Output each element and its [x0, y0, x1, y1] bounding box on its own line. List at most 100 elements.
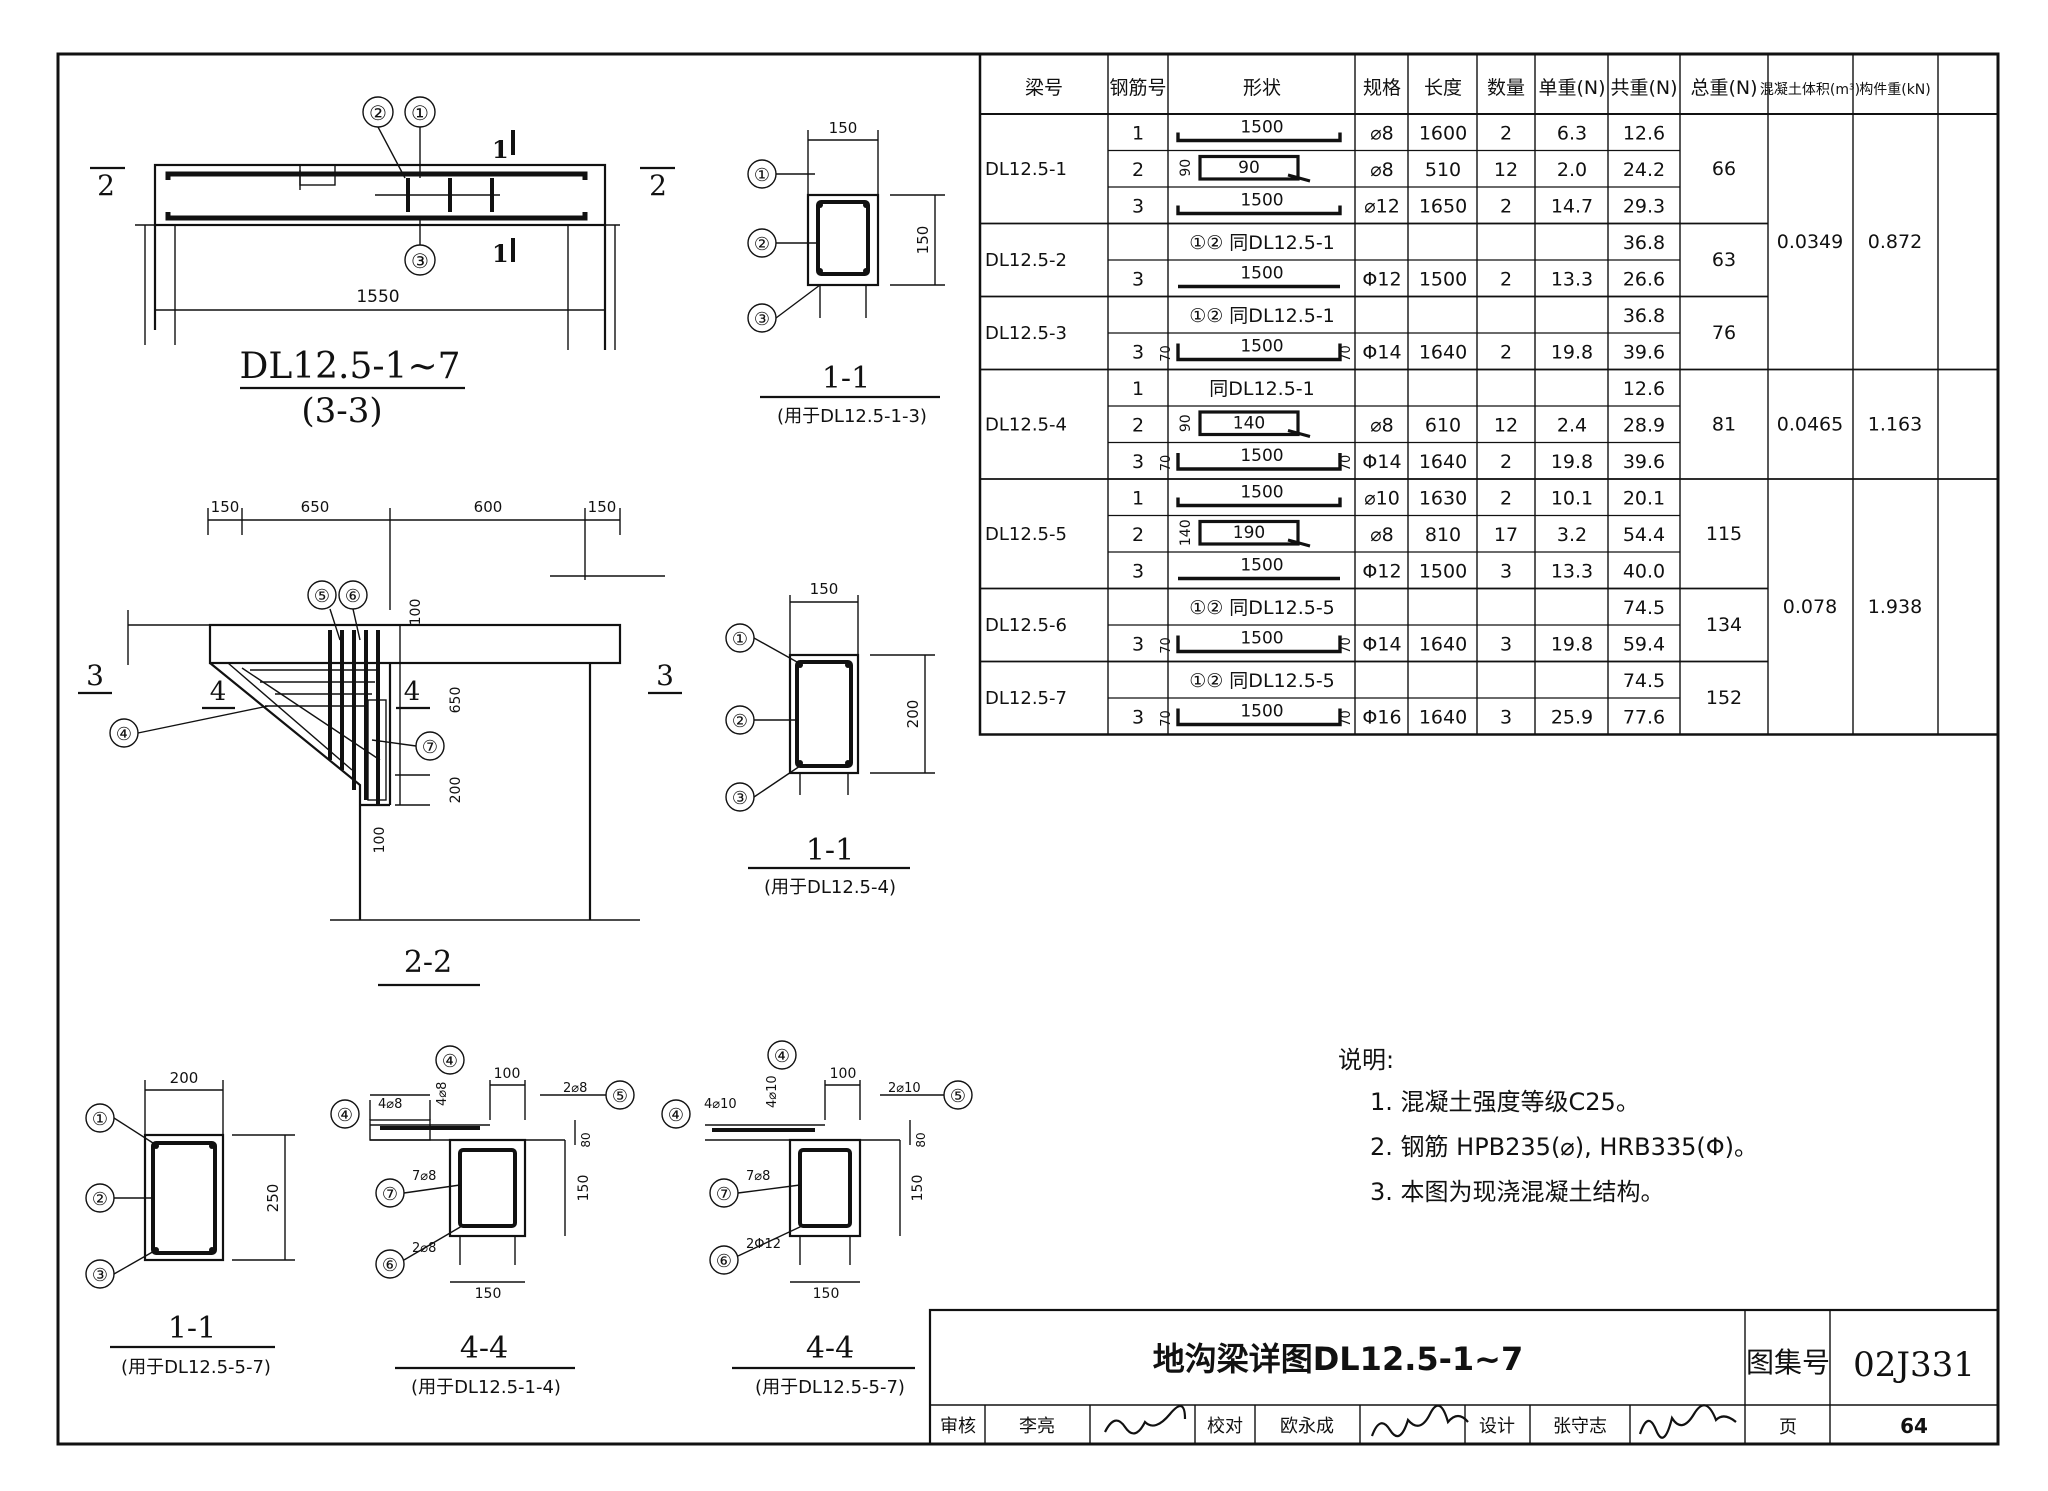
section-4-4-b-note: (用于DL12.5-5-7): [755, 1377, 905, 1398]
section-4-4-b-label-top-right: 2⌀10: [888, 1081, 921, 1096]
section-1-1-c-title: 1-1: [168, 1311, 216, 1346]
section-4-4-a-dim-right: 80: [579, 1132, 593, 1147]
table-row-8-total: 28.9: [1623, 414, 1665, 436]
svg-text:⑥: ⑥: [345, 586, 361, 607]
svg-text:⑦: ⑦: [382, 1184, 398, 1205]
section-1-1-a-note: (用于DL12.5-1-3): [777, 406, 927, 427]
table-row-3-total: 36.8: [1623, 232, 1665, 254]
table-concrete-0: 0.0349: [1777, 231, 1843, 253]
svg-text:②: ②: [754, 234, 770, 255]
table-row-16-bar-shape: [1176, 708, 1342, 727]
section-4-4-a-title: 4-4: [460, 1331, 508, 1366]
table-row-12-qty: 3: [1500, 560, 1512, 582]
elevation-callout-3: ③: [411, 249, 429, 273]
svg-text:⑥: ⑥: [382, 1255, 398, 1276]
table-row-1-no: 2: [1132, 159, 1144, 181]
table-row-16-shape-side-l: 70: [1159, 710, 1174, 727]
table-row-15-total: 74.5: [1623, 670, 1665, 692]
section-4-4-b-title: 4-4: [806, 1331, 854, 1366]
table-grand-total-4: 115: [1706, 523, 1742, 545]
section-4-4-a-dim-h: 150: [576, 1175, 592, 1202]
section-1-1-b-note: (用于DL12.5-4): [764, 877, 896, 898]
elevation-subtitle: (3-3): [301, 391, 382, 431]
table-header-7: 共重(N): [1610, 77, 1677, 99]
table-beam-0: DL12.5-1: [985, 159, 1067, 180]
svg-text:①: ①: [732, 629, 748, 650]
table-row-16-shape: 1500: [1240, 702, 1283, 722]
section-4-4-b-dim-h: 150: [910, 1175, 926, 1202]
table-row-0-unit: 6.3: [1557, 122, 1587, 144]
table-header-10: 构件重(kN): [1859, 82, 1931, 98]
table-row-8-stirrup-shape: [1198, 410, 1300, 437]
section-2-2-dim-100: 100: [408, 599, 424, 626]
table-row-12-len: 1500: [1419, 560, 1467, 582]
svg-text:④: ④: [774, 1046, 790, 1067]
table-row-4-total: 26.6: [1623, 268, 1665, 290]
table-row-10-total: 20.1: [1623, 487, 1665, 509]
checker-signature: [1370, 1404, 1469, 1438]
table-beam-3: DL12.5-4: [985, 414, 1067, 435]
svg-text:②: ②: [732, 711, 748, 732]
table-row-2-len: 1650: [1419, 195, 1467, 217]
table-grand-total-6: 152: [1706, 687, 1742, 709]
table-row-6-shape-side-l: 70: [1159, 345, 1174, 362]
table-row-5-shape: ①② 同DL12.5-1: [1189, 305, 1335, 327]
table-row-10-spec: ⌀10: [1364, 487, 1400, 509]
section-1-1-c-width: 200: [170, 1069, 199, 1087]
table-row-12-no: 3: [1132, 560, 1144, 582]
table-row-11-spec: ⌀8: [1370, 524, 1394, 546]
section-4-4-a-label-top-left: 4⌀8: [378, 1097, 402, 1112]
table-row-0-qty: 2: [1500, 122, 1512, 144]
table-row-6-no: 3: [1132, 341, 1144, 363]
table-row-14-bar-shape: [1176, 635, 1342, 654]
section-1-1-c: 200 250 ① ② ③ 1-1 (用于DL12.5-5-7): [85, 1069, 295, 1378]
table-row-11-no: 2: [1132, 524, 1144, 546]
table-beam-2: DL12.5-3: [985, 323, 1067, 344]
table-row-6-total: 39.6: [1623, 341, 1665, 363]
table-row-16-len: 1640: [1419, 706, 1467, 728]
table-header-9: 混凝土体积(m³): [1760, 82, 1860, 98]
atlas-label: 图集号: [1746, 1346, 1830, 1379]
section-4-4-b-dim-w: 150: [813, 1286, 840, 1302]
section-4-4-b-label-top-vert: 4⌀10: [765, 1075, 780, 1108]
svg-text:④: ④: [116, 724, 132, 745]
svg-text:③: ③: [754, 309, 770, 330]
table-row-12-total: 40.0: [1623, 560, 1665, 582]
table-row-6-len: 1640: [1419, 341, 1467, 363]
table-row-0-len: 1600: [1419, 122, 1467, 144]
table-row-10-bar-shape: [1176, 497, 1342, 508]
table-beam-4: DL12.5-5: [985, 524, 1067, 545]
elevation-dim-length: 1550: [356, 287, 399, 307]
section-1-1-a-title: 1-1: [822, 361, 870, 396]
table-header-4: 长度: [1424, 77, 1462, 99]
section-4-4-b-dim-right: 80: [914, 1132, 928, 1147]
section-4-4-a: 100 80 150 150 ④ 4⌀8 ④ 4⌀8 ⑤ 2⌀8 ⑦ 7⌀8 ⑥…: [330, 1045, 635, 1398]
section-4-4-a-label-top-right: 2⌀8: [563, 1081, 587, 1096]
table-row-4-unit: 13.3: [1551, 268, 1593, 290]
table-row-1-shape-side: 90: [1178, 159, 1194, 177]
table-beam-6: DL12.5-7: [985, 688, 1067, 709]
table-row-10-no: 1: [1132, 487, 1144, 509]
table-member-weight-2: 1.938: [1868, 596, 1922, 618]
table-row-9-no: 3: [1132, 451, 1144, 473]
table-row-10-unit: 10.1: [1551, 487, 1593, 509]
drawing-title: 地沟梁详图DL12.5-1~7: [1153, 1340, 1524, 1378]
table-row-11-shape: 190: [1233, 523, 1265, 543]
section-1-1-b: 150 200 ① ② ③ 1-1 (用于DL12.5-4): [725, 580, 935, 898]
table-row-11-unit: 3.2: [1557, 524, 1587, 546]
table-row-9-unit: 19.8: [1551, 451, 1593, 473]
section-4-4-a-dim-top: 100: [494, 1066, 521, 1082]
table-row-16-spec: Φ16: [1362, 706, 1401, 728]
section-2-2-dim-650: 650: [448, 687, 464, 714]
table-row-10-len: 1630: [1419, 487, 1467, 509]
section-2-2-dim-3: 150: [588, 498, 617, 516]
section-2-2-title: 2-2: [404, 945, 452, 980]
table-grand-total-5: 134: [1706, 614, 1742, 636]
table-row-8-shape: 140: [1233, 414, 1265, 434]
table-row-1-unit: 2.0: [1557, 159, 1587, 181]
section-1-1-c-height: 250: [264, 1184, 282, 1213]
table-header-6: 单重(N): [1538, 77, 1605, 99]
svg-text:③: ③: [92, 1265, 108, 1286]
notes-item-2: 2. 钢筋 HPB235(⌀), HRB335(Φ)。: [1370, 1133, 1758, 1161]
